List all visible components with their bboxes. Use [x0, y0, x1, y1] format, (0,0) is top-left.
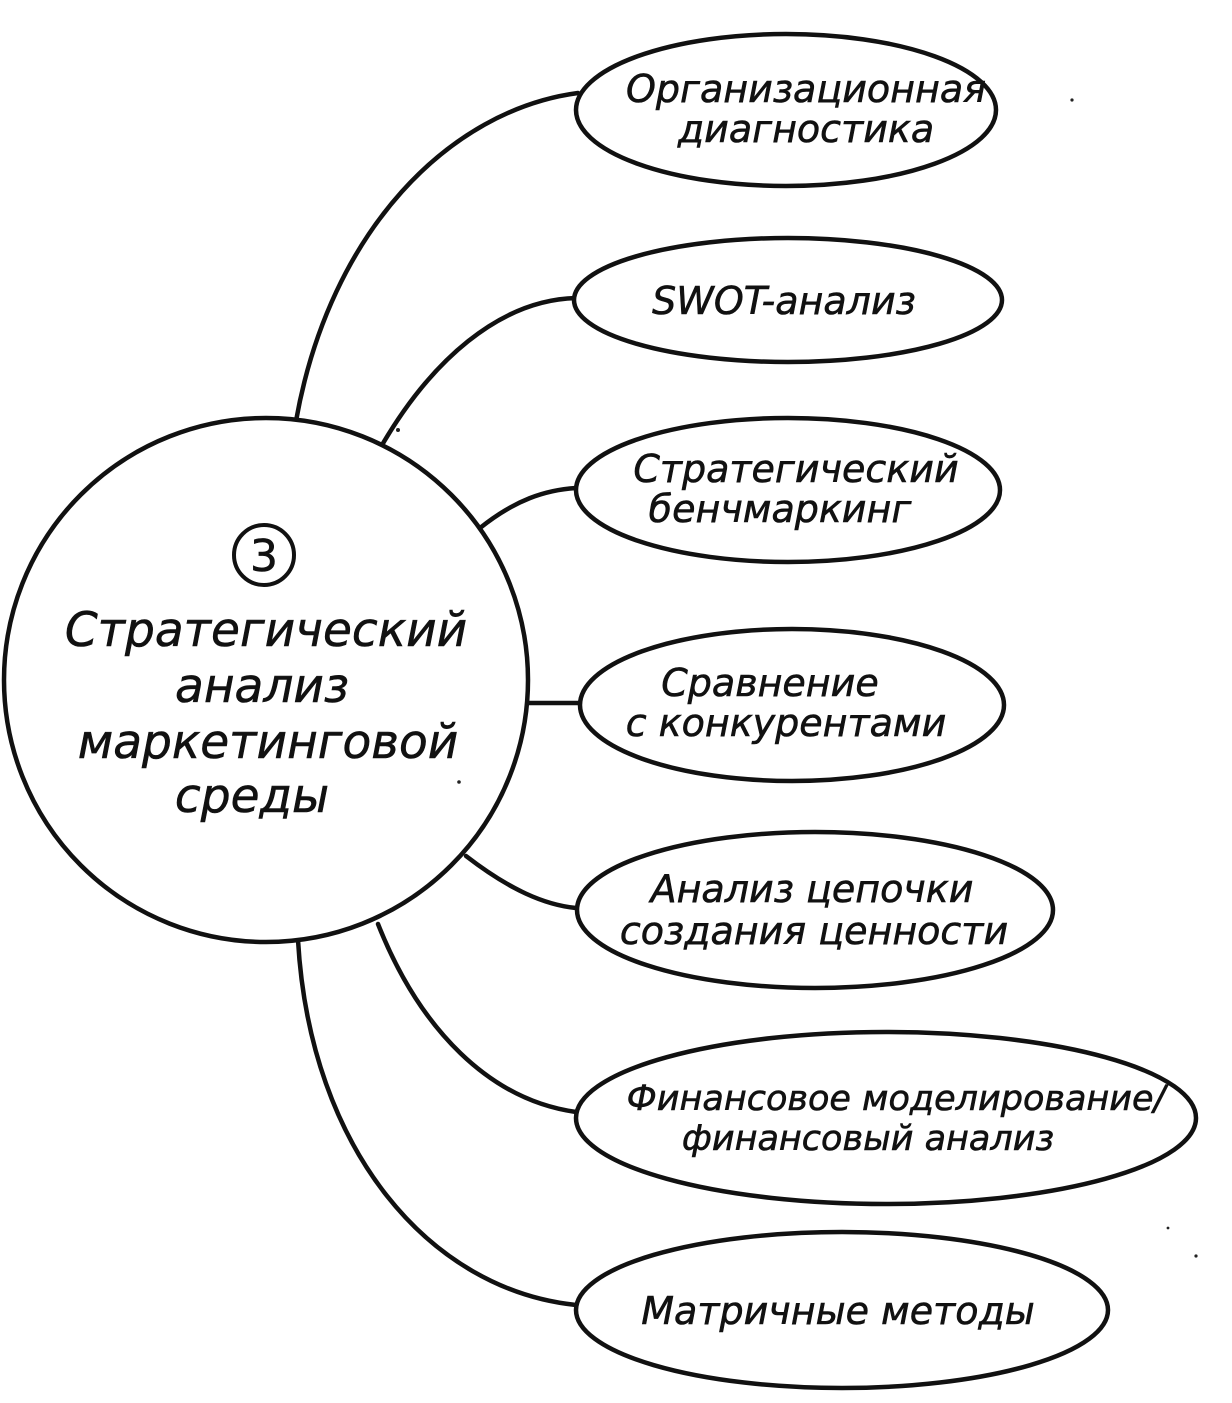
scan-specks — [396, 98, 1198, 1258]
connectors — [293, 90, 583, 1308]
hub-strategic-analysis: 3 Стратегический анализ маркетинговой ср… — [1, 415, 531, 945]
node-shape — [573, 1229, 1111, 1391]
node-label-line: бенчмаркинг — [649, 487, 913, 531]
node-label-line: Финансовое моделирование/ — [627, 1079, 1169, 1119]
node-label-line: Стратегический — [633, 447, 958, 491]
connector-financial — [375, 921, 579, 1115]
node-financial-modeling: Финансовое моделирование/ финансовый ана… — [573, 1029, 1199, 1207]
node-shape — [571, 235, 1005, 365]
connector-benchmarking — [477, 485, 579, 531]
hub-title-line: среды — [175, 769, 329, 824]
node-label-line: Матричные методы — [641, 1289, 1035, 1333]
node-label-line: с конкурентами — [626, 701, 947, 745]
hub-number-circle — [232, 523, 296, 587]
hub-number: 3 — [250, 531, 278, 582]
node-label-line: создания ценности — [620, 909, 1008, 953]
node-shape — [573, 31, 999, 189]
node-label-line: Анализ цепочки — [648, 867, 974, 911]
node-label-line: Организационная — [626, 67, 986, 111]
hub-title-line: анализ — [175, 659, 349, 714]
node-competitor-comparison: Сравнение с конкурентами — [577, 626, 1007, 784]
hub-circle — [1, 415, 531, 945]
node-shape — [573, 1029, 1199, 1207]
node-value-chain-analysis: Анализ цепочки создания ценности — [574, 829, 1056, 991]
node-shape — [577, 626, 1007, 784]
node-strategic-benchmarking: Стратегический бенчмаркинг — [573, 415, 1003, 565]
connector-value-chain — [463, 853, 579, 911]
node-label-line: финансовый анализ — [682, 1119, 1054, 1159]
node-shape — [574, 829, 1056, 991]
node-label-line: диагностика — [677, 107, 934, 151]
node-swot-analysis: SWOT-анализ — [571, 235, 1005, 365]
connector-matrix — [295, 937, 579, 1308]
connector-swot — [375, 295, 579, 455]
hub-title-line: маркетинговой — [78, 715, 459, 770]
node-label-line: Сравнение — [661, 661, 878, 705]
connector-organizational-diagnostics — [293, 90, 581, 424]
node-shape — [573, 415, 1003, 565]
node-matrix-methods: Матричные методы — [573, 1229, 1111, 1391]
node-organizational-diagnostics: Организационная диагностика — [573, 31, 999, 189]
node-label-line: SWOT-анализ — [652, 279, 916, 323]
hub-title-line: Стратегический — [65, 603, 467, 658]
